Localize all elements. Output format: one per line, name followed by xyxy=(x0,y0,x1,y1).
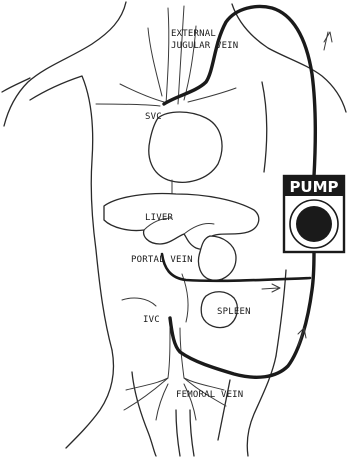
spleen-label: SPLEEN xyxy=(217,307,251,317)
stomach xyxy=(199,236,237,280)
pump-rotor xyxy=(296,206,332,242)
svc-label: SVC xyxy=(145,112,162,122)
external-jugular-label-line2: JUGULAR VEIN xyxy=(171,41,238,51)
ivc-label: IVC xyxy=(143,315,160,325)
portal-vein-label: PORTAL VEIN xyxy=(131,255,193,265)
heart xyxy=(149,112,222,182)
abdominal-outline xyxy=(122,298,156,306)
liver xyxy=(104,194,259,250)
external-jugular-label-line1: EXTERNAL xyxy=(171,29,216,39)
liver-label: LIVER xyxy=(145,213,173,223)
pump: PUMP xyxy=(284,176,344,252)
femoral-vein-label: FEMORAL VEIN xyxy=(176,390,243,400)
pump-label: PUMP xyxy=(289,178,338,196)
